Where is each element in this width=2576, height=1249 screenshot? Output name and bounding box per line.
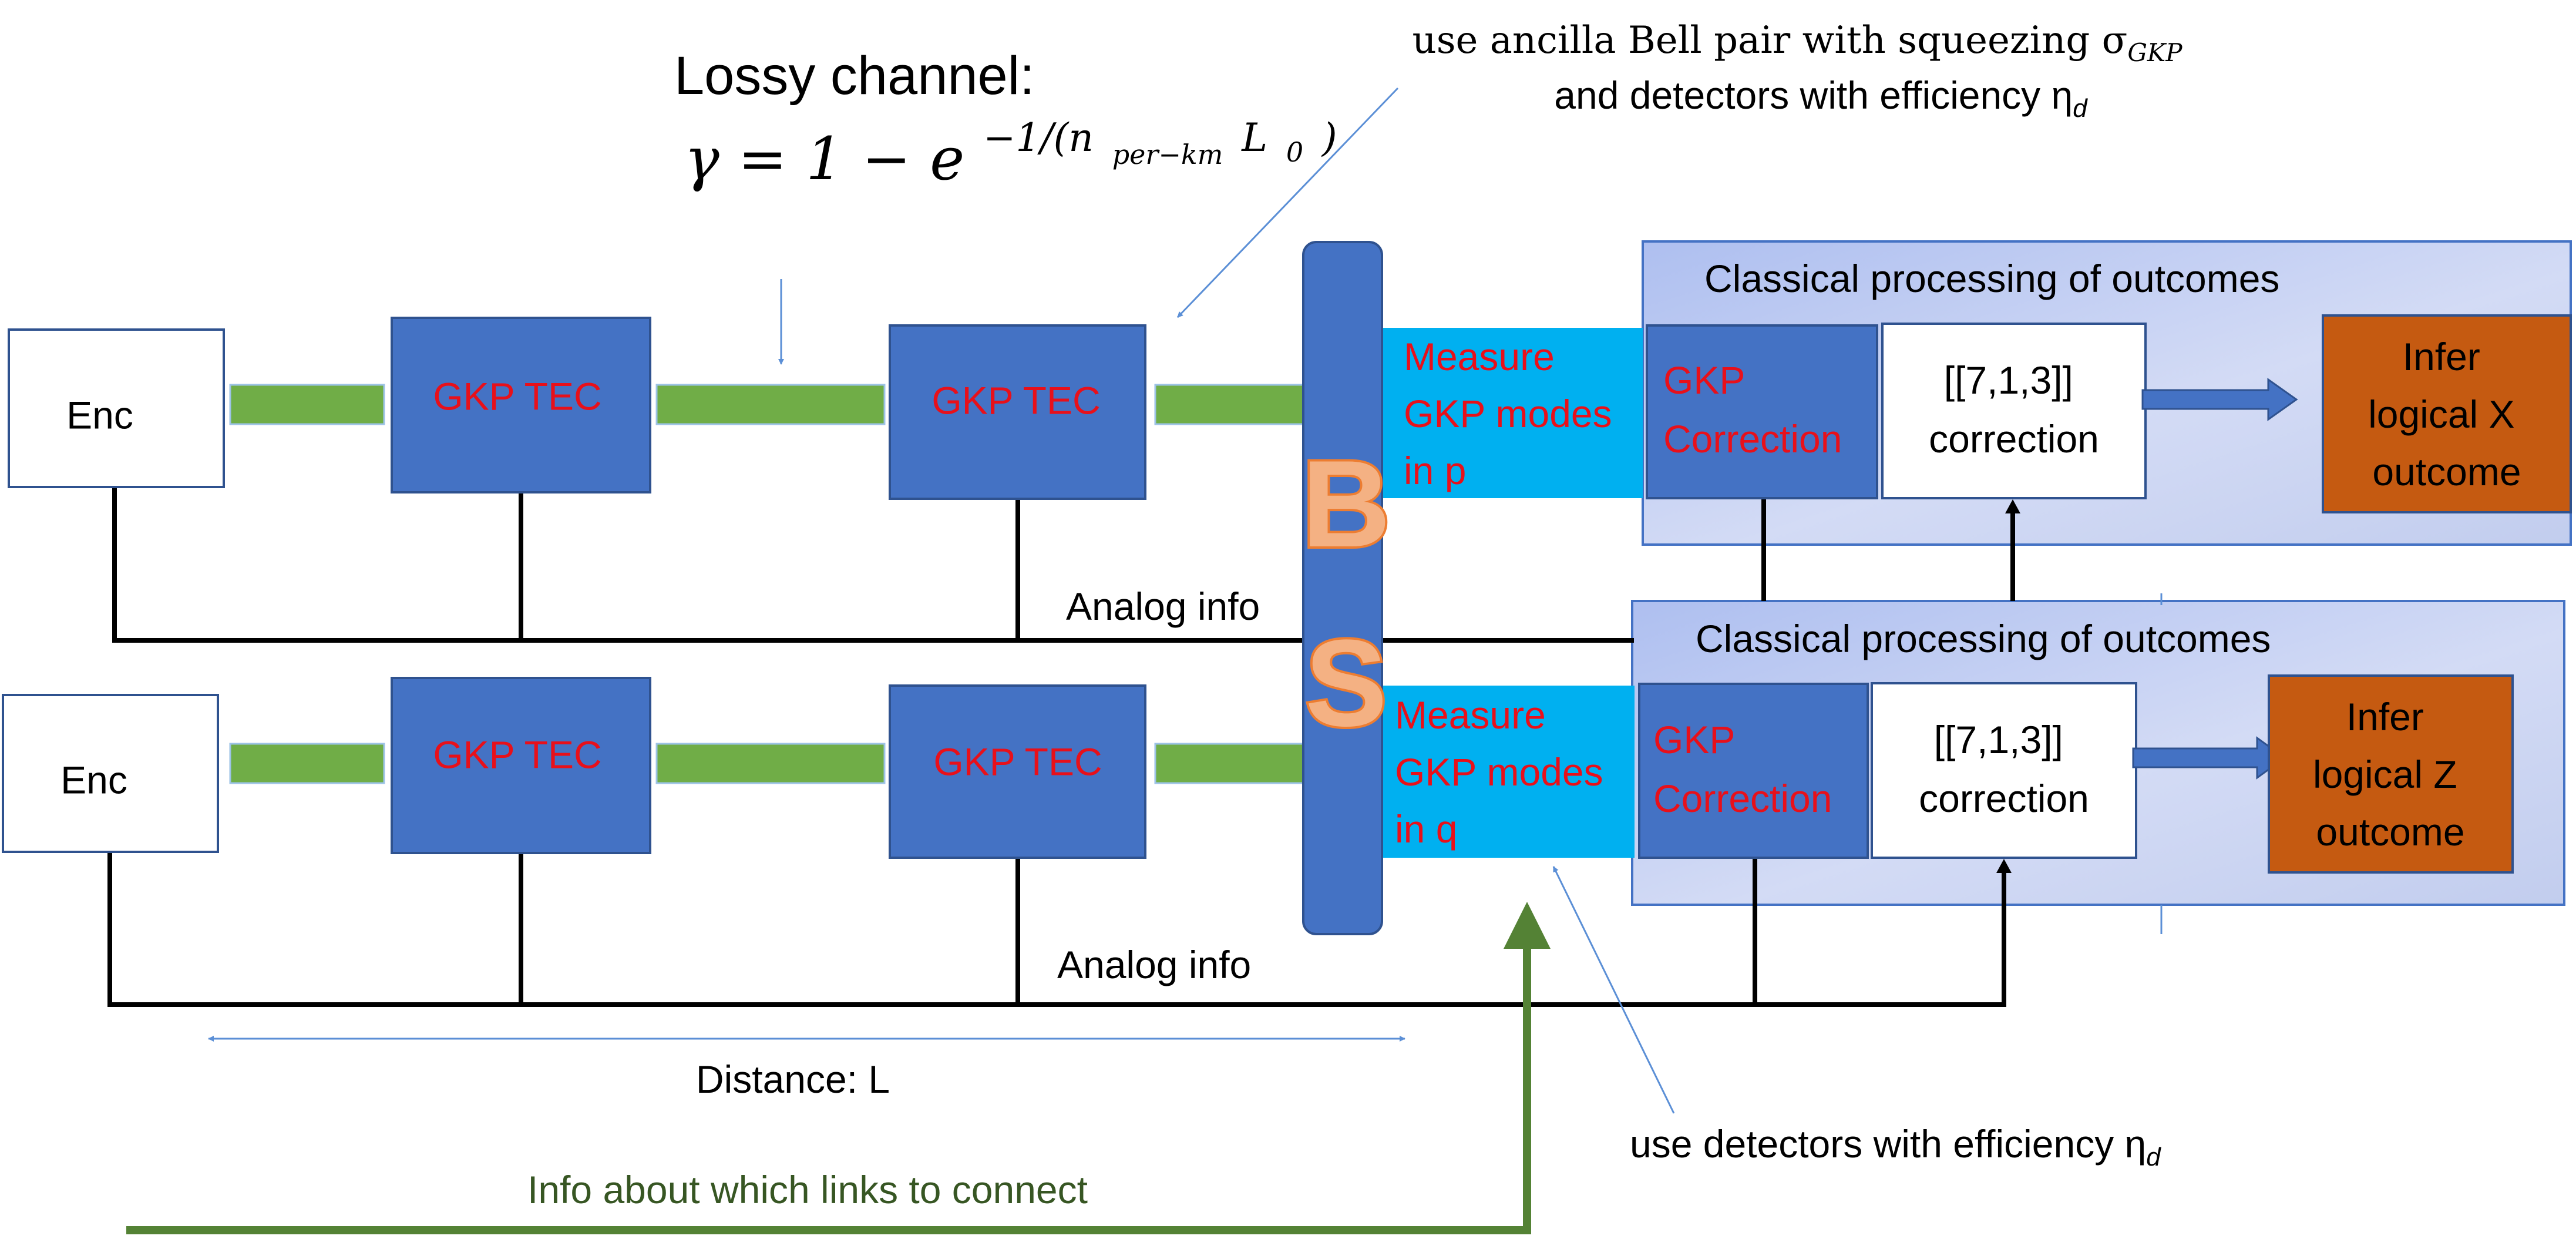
gkp-tec-label: GKP TEC	[933, 740, 1102, 783]
gkp-correction-label-top: GKP Correction	[1663, 358, 1842, 461]
gkp-tec-block-bottom-1	[391, 677, 651, 854]
ancilla-note-line2: and detectors with efficiency ηd	[1554, 73, 2088, 123]
measure-block-top	[1382, 328, 1643, 498]
gkp-tec-label: GKP TEC	[433, 733, 601, 776]
analog-info-label-bottom: Analog info	[1057, 943, 1251, 986]
enc-block-bottom	[2, 694, 219, 853]
detector-note: use detectors with efficiency ηd	[1630, 1122, 2161, 1171]
links-info-label: Info about which links to connect	[527, 1168, 1088, 1211]
detector-pointer-arrow	[1552, 866, 1675, 1114]
enc-block-top	[8, 328, 225, 488]
links-info-arrow	[126, 946, 1531, 1234]
gkp-correction-block-bottom	[1638, 683, 1869, 859]
enc-label-top: Enc	[66, 393, 133, 437]
block-arrow-top	[2141, 378, 2298, 421]
measure-block-bottom	[1382, 686, 1635, 858]
infer-block-top	[2322, 314, 2572, 513]
channel-title: Lossy channel:	[674, 46, 1035, 106]
ancilla-note-line1: use ancilla Bell pair with squeezing σGK…	[1412, 19, 2182, 67]
gkp-tec-label: GKP TEC	[931, 378, 1100, 422]
gkp-tec-block-bottom-2	[889, 684, 1146, 859]
analog-wiring-bottom	[107, 510, 2015, 1007]
code-correction-block-bottom	[1871, 682, 2137, 859]
analog-wiring-top	[112, 487, 1766, 643]
gkp-tec-label: GKP TEC	[433, 374, 601, 418]
infer-label-bottom: Infer logical Z outcome	[2313, 695, 2468, 854]
wire-arrowhead	[1996, 859, 2012, 873]
measure-label-bottom: Measure GKP modes in q	[1395, 693, 1614, 851]
infer-label-top: Infer logical X outcome	[2368, 335, 2525, 493]
gkp-correction-label-bottom: GKP Correction	[1653, 718, 1832, 820]
enc-label-bottom: Enc	[60, 758, 127, 801]
measure-label-top: Measure GKP modes in p	[1404, 335, 1623, 492]
beam-splitter	[1302, 241, 1383, 935]
gkp-tec-block-top-2	[889, 324, 1146, 500]
analog-info-label-top: Analog info	[1066, 585, 1260, 628]
distance-label: Distance: L	[696, 1057, 890, 1101]
processing-title-bottom: Classical processing of outcomes	[1696, 617, 2271, 660]
code-correction-label-bottom: [[7,1,3]] correction	[1919, 718, 2089, 820]
channel-formula: γ = 1 − e −1/(n per−km L 0 )	[684, 96, 1337, 193]
channel-links-bottom	[229, 743, 1306, 784]
code-correction-block-top	[1881, 323, 2147, 499]
links-info-arrowhead	[1504, 902, 1551, 949]
ancilla-pointer-arrow	[1176, 87, 1399, 318]
gkp-correction-block-top	[1646, 324, 1878, 499]
wire-arrowhead	[2005, 499, 2020, 513]
channel-links-top	[229, 384, 1306, 425]
gkp-tec-block-top-1	[391, 317, 651, 493]
bs-letter-s: S	[1305, 614, 1387, 752]
processing-title-top: Classical processing of outcomes	[1704, 257, 2279, 300]
bs-letter-b: B	[1302, 435, 1391, 573]
code-correction-label-top: [[7,1,3]] correction	[1929, 358, 2099, 461]
infer-block-bottom	[2268, 674, 2514, 874]
